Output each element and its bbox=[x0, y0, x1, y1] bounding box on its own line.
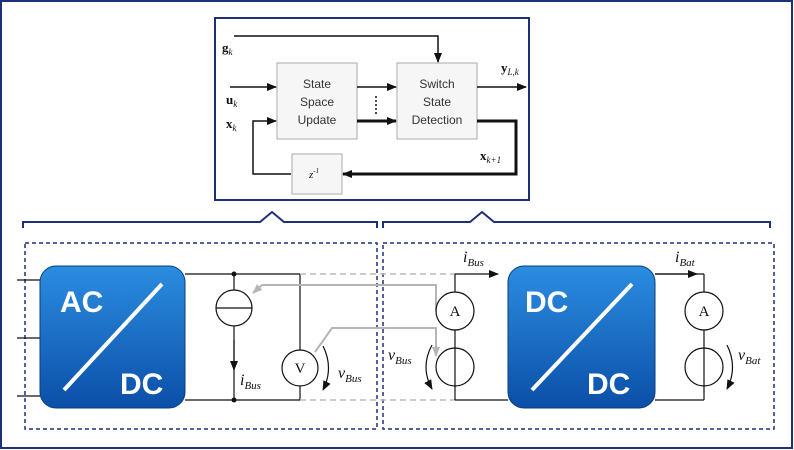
ammeter-bus: A bbox=[435, 291, 475, 331]
input-x: xk bbox=[226, 116, 238, 133]
ssu-line-3: Update bbox=[298, 113, 337, 127]
ssu-line-2: Space bbox=[300, 95, 334, 109]
node-bottom-left bbox=[231, 397, 237, 403]
v-bus-right-arrow bbox=[424, 344, 433, 390]
v-bat-label: vBat bbox=[738, 347, 761, 367]
state-space-update-block: State Space Update bbox=[276, 62, 358, 140]
delay-z: z bbox=[308, 169, 314, 181]
output-y: yL,k bbox=[501, 60, 520, 77]
voltmeter-label: V bbox=[295, 361, 306, 377]
ssd-line-1: Switch bbox=[419, 77, 454, 91]
dc-label-bottom: DC bbox=[587, 368, 630, 401]
block-signal-lines bbox=[230, 35, 527, 178]
ammeter-bat: A bbox=[684, 291, 724, 331]
input-g: gk bbox=[222, 40, 234, 57]
left-brace bbox=[22, 210, 378, 228]
i-bus-right-label: iBus bbox=[463, 249, 484, 269]
voltage-source-bat bbox=[684, 347, 724, 387]
delay-block: z-1 bbox=[291, 153, 343, 195]
voltage-signal-arrow bbox=[314, 327, 440, 357]
ssd-line-3: Detection bbox=[412, 113, 463, 127]
voltmeter: V bbox=[281, 349, 319, 387]
left-subsystem-box bbox=[24, 242, 378, 430]
right-subsystem-box bbox=[382, 242, 775, 430]
ssd-line-2: State bbox=[423, 95, 451, 109]
i-bus-left-label: iBus bbox=[240, 372, 261, 392]
ac-label: AC bbox=[60, 286, 103, 319]
v-bus-right-label: vBus bbox=[388, 347, 412, 367]
switch-state-detection-block: Switch State Detection bbox=[396, 62, 478, 140]
dc-label-left: DC bbox=[120, 368, 163, 401]
v-bus-left-label: vBus bbox=[338, 365, 362, 385]
node-top-left bbox=[231, 271, 237, 277]
v-bat-arrow bbox=[726, 344, 735, 390]
svg-text:z-1: z-1 bbox=[308, 167, 319, 181]
delay-exp: -1 bbox=[313, 167, 319, 175]
feedback-x: xk+1 bbox=[480, 148, 501, 165]
right-brace bbox=[382, 210, 771, 228]
v-bus-left-arrow bbox=[322, 345, 331, 391]
i-bat-label: iBat bbox=[675, 249, 696, 269]
ssu-line-1: State bbox=[303, 77, 331, 91]
ammeter-bat-label: A bbox=[699, 304, 710, 320]
ammeter-bus-label: A bbox=[450, 304, 461, 320]
dc-label-top: DC bbox=[525, 286, 568, 319]
current-source bbox=[215, 289, 253, 327]
dc-dc-converter: DC DC bbox=[507, 265, 656, 409]
ac-dc-converter: AC DC bbox=[39, 265, 186, 409]
current-signal-arrow bbox=[252, 284, 437, 311]
voltage-source-bus bbox=[435, 347, 475, 387]
input-u: uk bbox=[226, 92, 238, 109]
